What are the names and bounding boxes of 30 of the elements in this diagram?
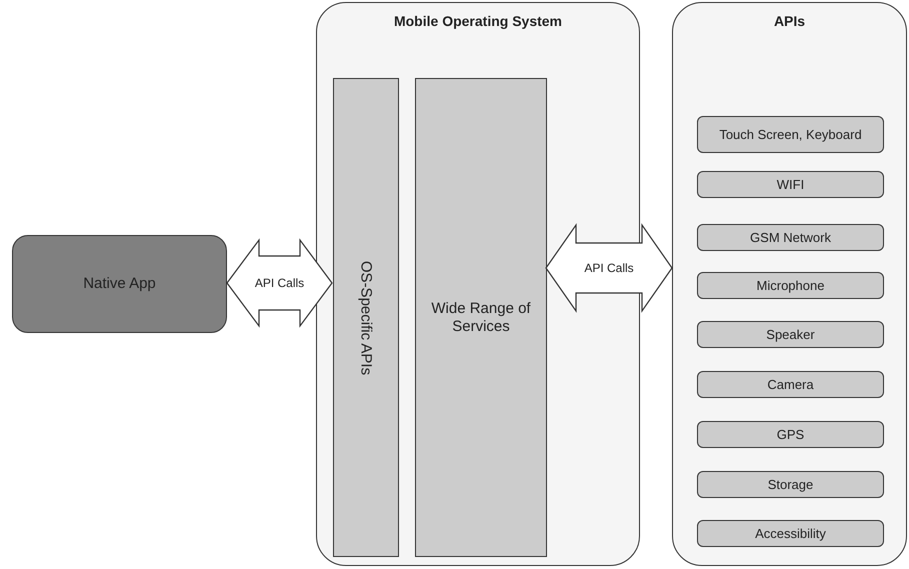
node-label: GSM Network [749,228,832,246]
component-box [697,520,884,547]
panel-title: APIs [772,13,806,30]
panel-title: Mobile Operating System [392,13,564,30]
component-box [697,224,884,251]
api-column [333,78,399,557]
node-label: WIFI [776,176,806,194]
node-label: Camera [766,376,815,394]
node-label: Microphone [756,276,826,294]
node-label: Speaker [765,326,816,344]
container-panel [316,2,640,566]
component-box [697,116,884,153]
node-label: Accessibility [754,524,827,542]
edge-label: API Calls [254,276,304,290]
app-box [12,235,227,333]
component-box [697,321,884,348]
component-box [697,272,884,299]
node-label: OS-Specific APIs [358,260,374,375]
component-box [697,371,884,398]
node-label: Native App [82,275,157,293]
container-panel [672,2,907,566]
node-label: Storage [766,476,814,494]
component-box [697,171,884,198]
component-box [697,421,884,448]
node-label: Wide Range of Services [430,300,532,336]
node-label: Touch Screen, Keyboard [718,126,863,144]
edge-label: API Calls [584,261,634,275]
node-label: GPS [776,426,806,444]
service-column [415,78,547,557]
component-box [697,471,884,498]
